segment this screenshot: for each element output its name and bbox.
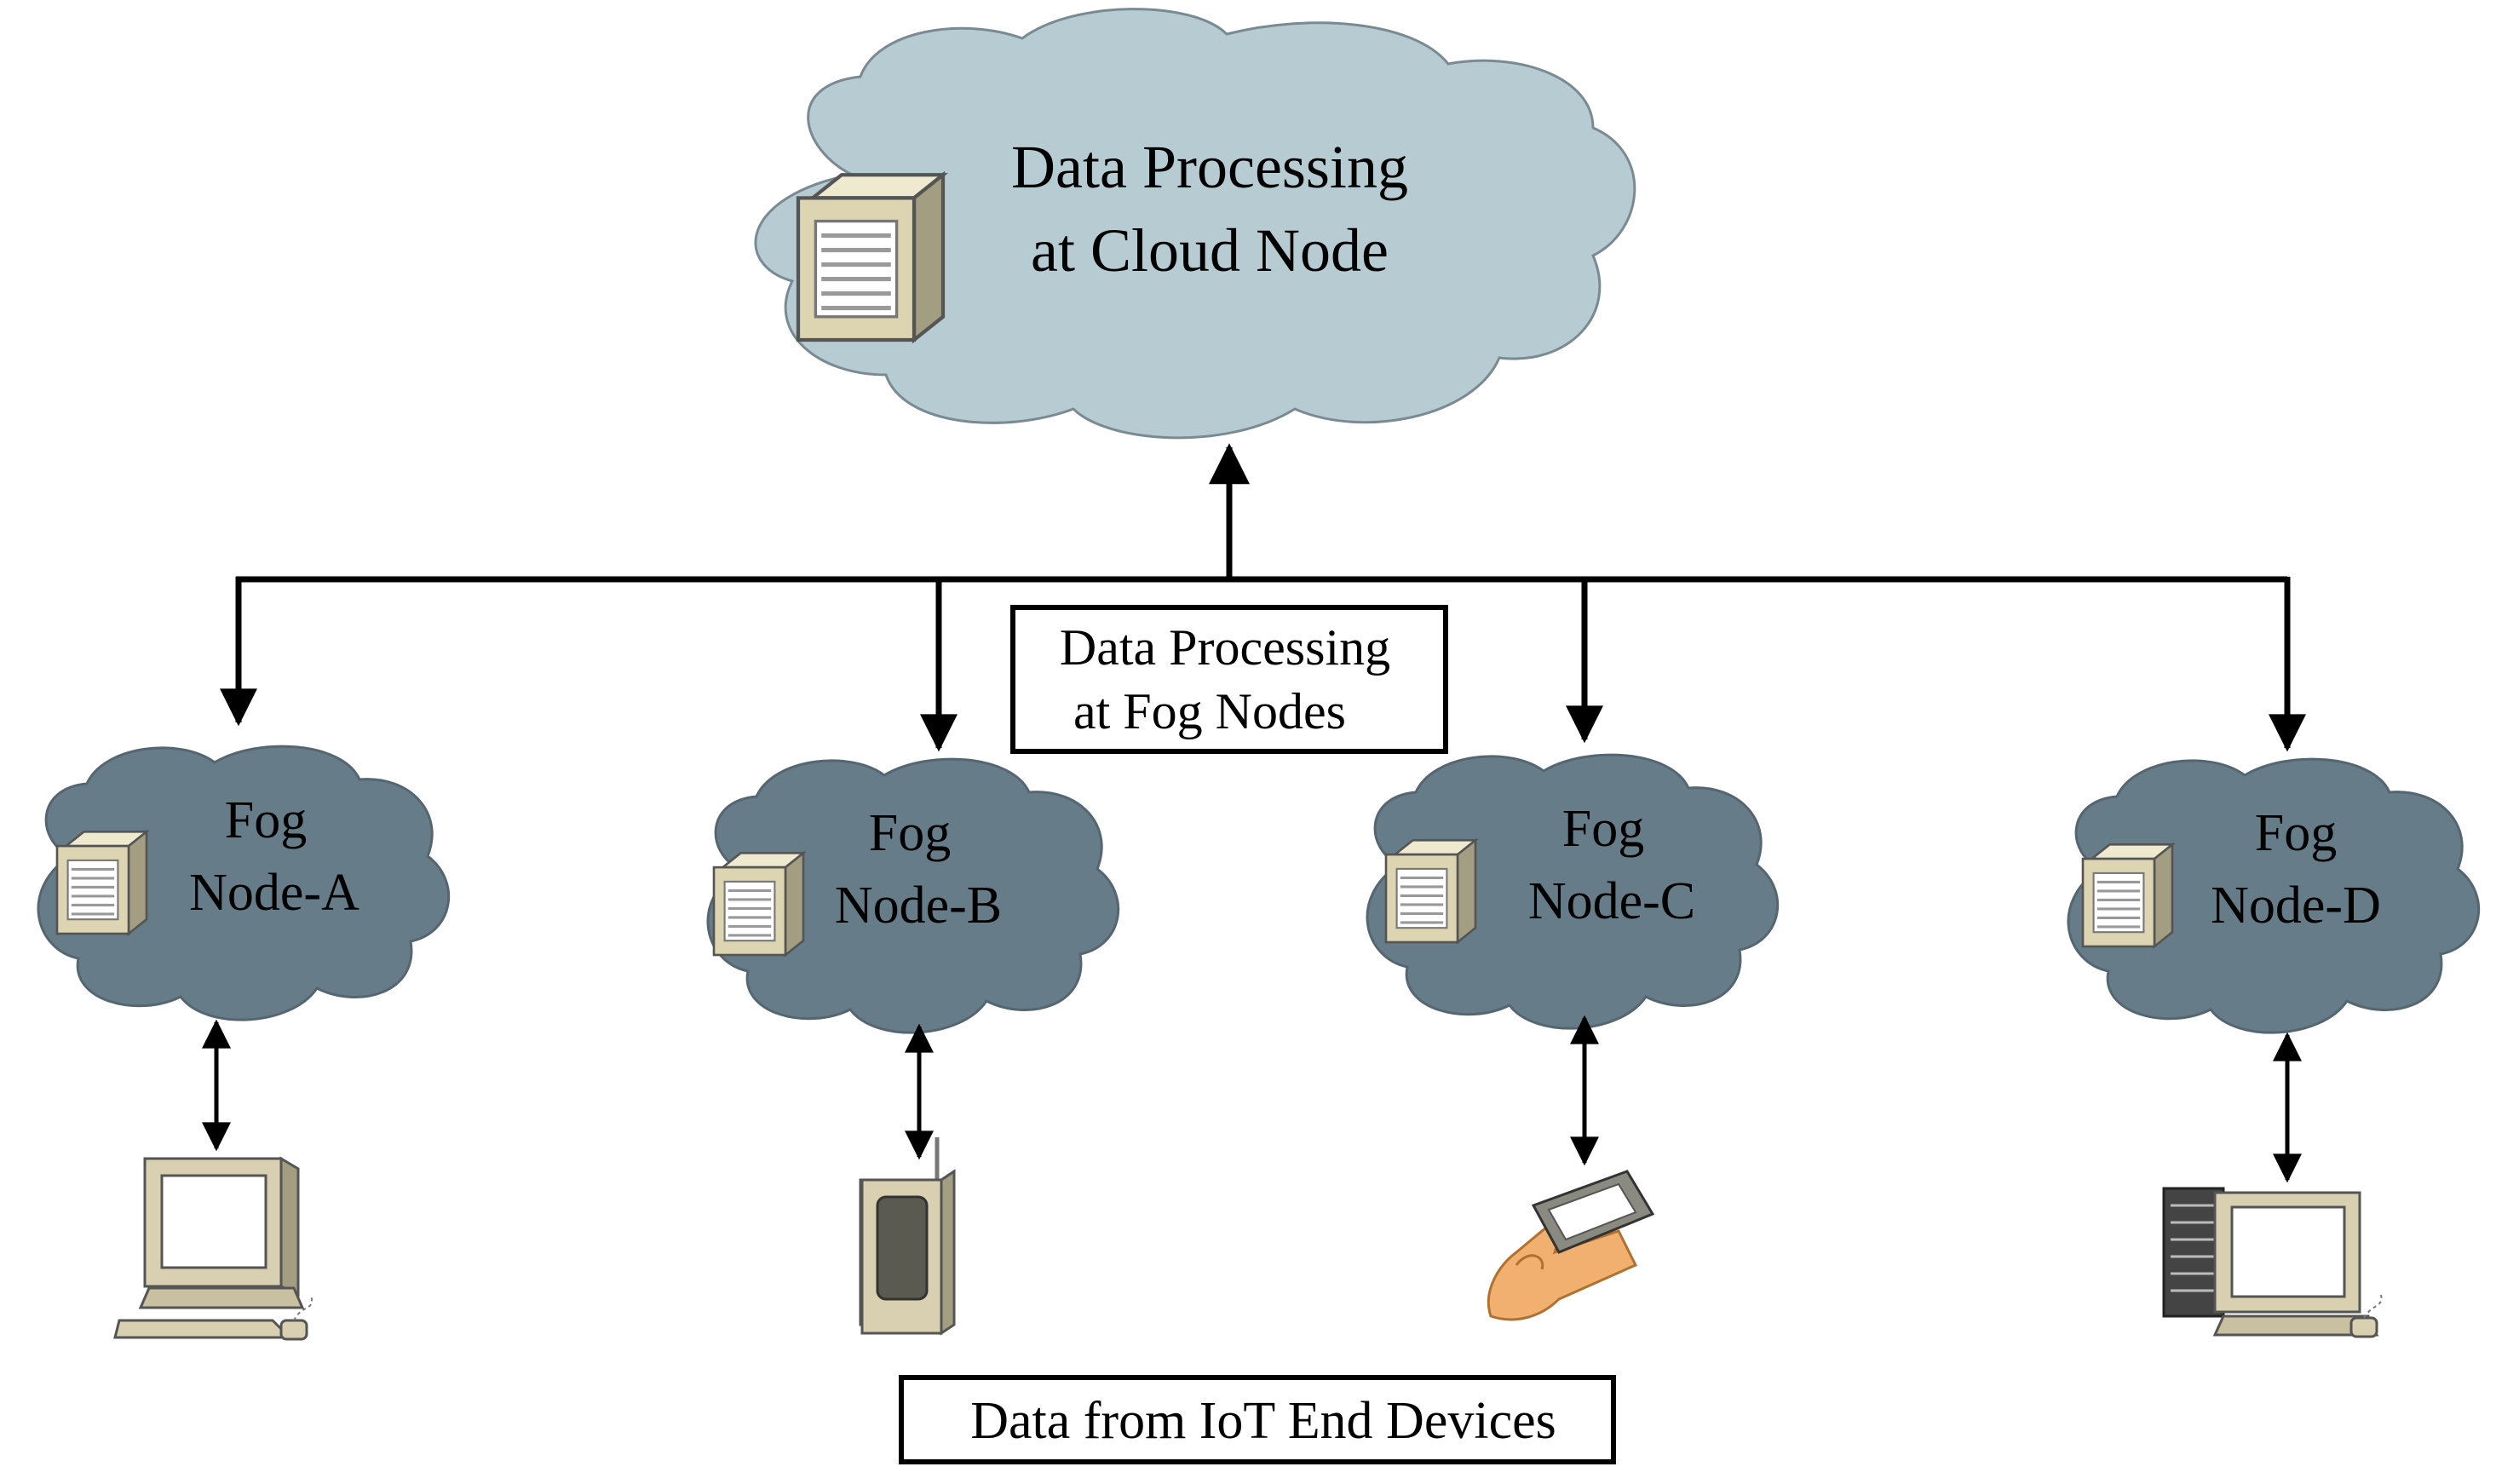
fog-label-line1: Data Processing [1060,619,1390,676]
laptop-computer-icon [113,1156,313,1341]
iot-devices-label: Data from IoT End Devices [970,1392,1556,1450]
fog-node-b: Fog Node-B [706,757,1120,1034]
fog-node-b-label-line1: Fog [869,804,951,862]
connectors [220,443,2306,752]
cloud-node-label-line1: Data Processing [1011,133,1408,201]
fog-node-a-shape [37,745,451,1021]
fog-node-c-shape [1366,753,1780,1030]
fog-node-d-label-line1: Fog [2255,804,2337,862]
fog-node-d-shape [2067,757,2481,1034]
sensor-device-icon [859,1137,956,1336]
fog-node-b-shape [706,757,1120,1034]
fog-processing-label-box: Data Processing at Fog Nodes [1010,605,1448,754]
fog-node-c-label-line2: Node-C [1528,872,1695,930]
desktop-computer-icon [2162,1187,2383,1338]
fog-node-c-label-line1: Fog [1562,800,1644,858]
fog-node-d: Fog Node-D [2067,757,2481,1034]
server-icon [55,830,148,935]
device-links [202,1015,2302,1183]
fog-node-a-label-line1: Fog [225,791,307,849]
cloud-node: Data Processing at Cloud Node [754,8,1636,440]
fog-node-b-label-line2: Node-B [835,877,1002,935]
cloud-node-label-line2: at Cloud Node [1031,216,1389,285]
fog-node-c: Fog Node-C [1366,753,1780,1030]
server-icon [798,175,943,340]
cloud-node-shape [754,8,1636,440]
iot-devices-label-box: Data from IoT End Devices [899,1375,1616,1464]
fog-node-d-label-line2: Node-D [2211,877,2381,935]
server-icon [2081,843,2174,948]
handheld-device-icon [1487,1170,1655,1321]
server-icon [712,851,805,957]
fog-node-a-label-line2: Node-A [189,864,359,922]
fog-node-a: Fog Node-A [37,745,451,1021]
server-icon [1384,838,1477,944]
fog-label-line2: at Fog Nodes [1073,683,1346,739]
